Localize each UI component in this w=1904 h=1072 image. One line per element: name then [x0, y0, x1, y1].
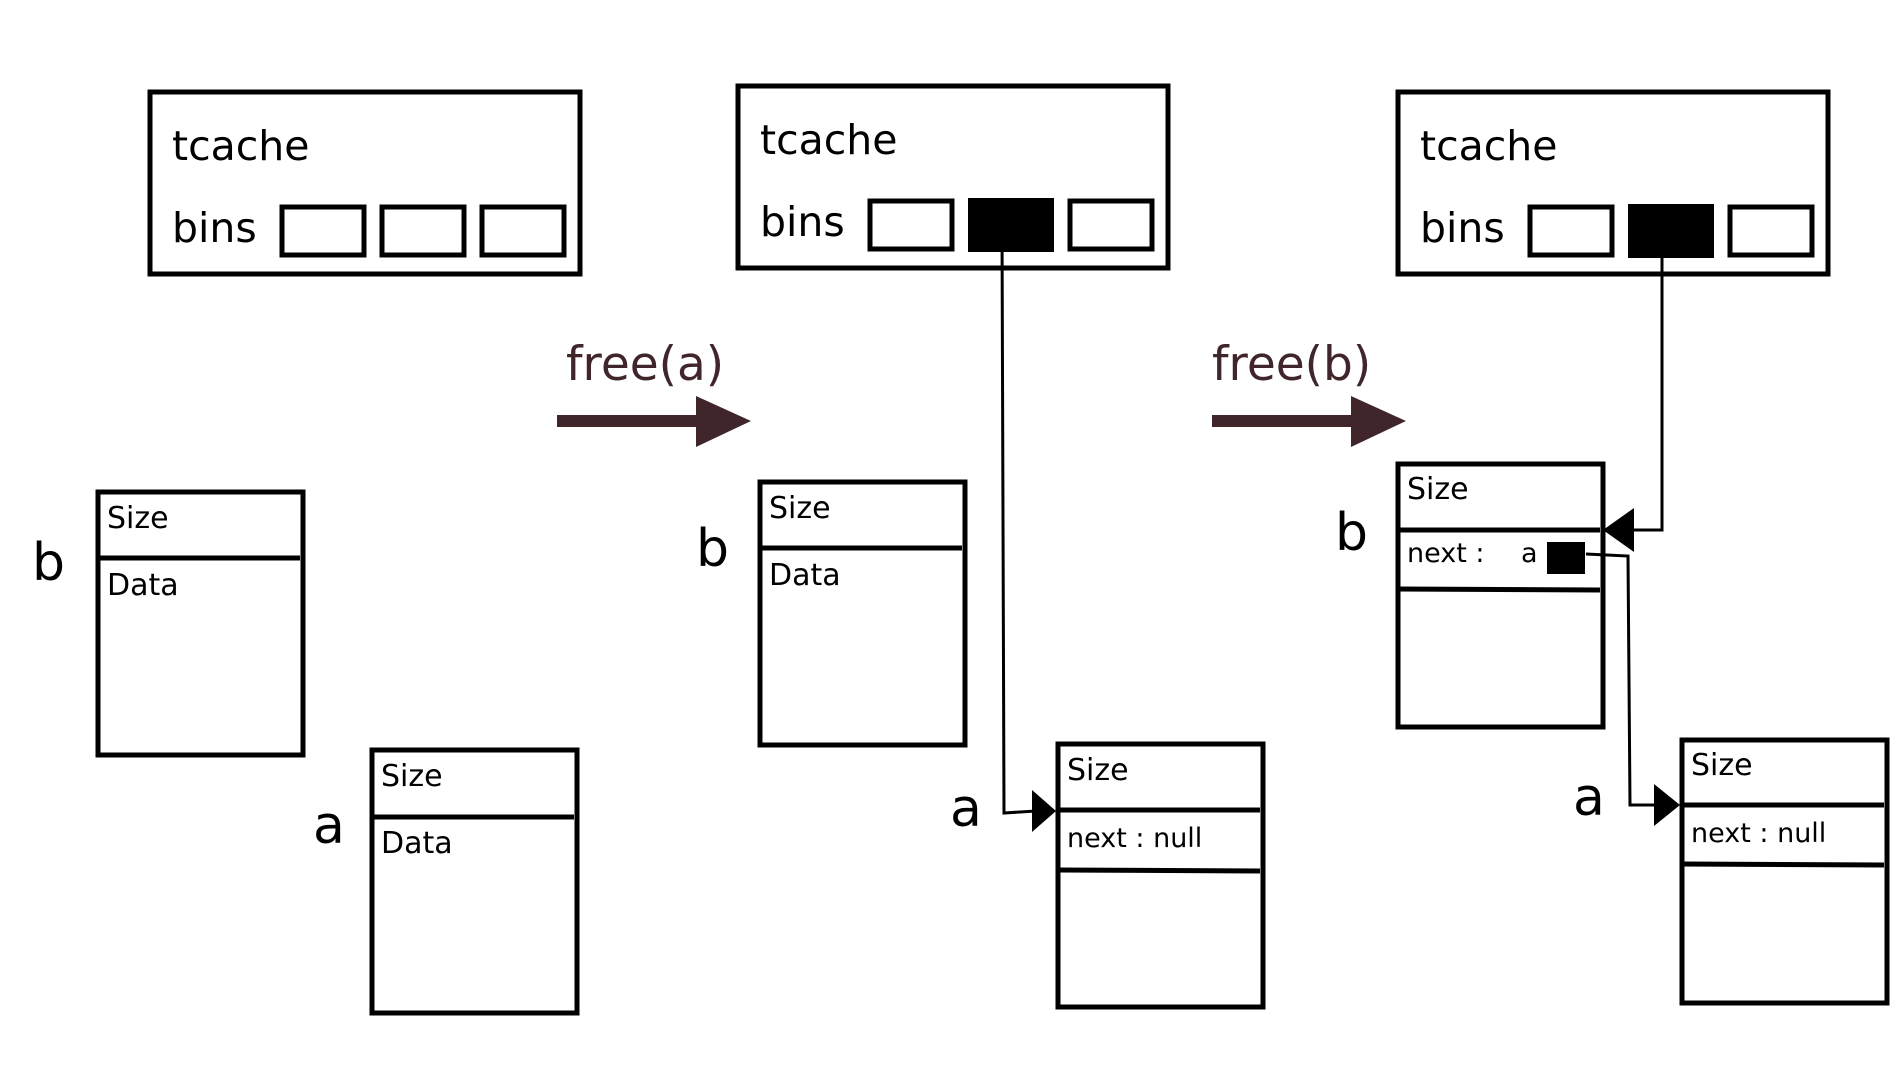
chunk-b: b Size Data: [696, 479, 968, 748]
chunk-divider: [1397, 586, 1601, 593]
state-initial: tcache bins b Size Data a Size Data: [32, 89, 583, 1016]
pointer-arrowhead: [1603, 508, 1634, 552]
chunk-name-a: a: [1573, 768, 1605, 828]
pointer-arrowhead: [1032, 790, 1056, 832]
tcache-frame: [1395, 89, 1831, 277]
chunk-frame: [757, 479, 968, 748]
tcache-frame: [147, 89, 583, 277]
operation-free-b: free(b): [1212, 337, 1406, 447]
chunk-divider: [1057, 867, 1261, 874]
chunk-size-label: Size: [1067, 753, 1129, 788]
chunk-size-label: Size: [769, 491, 831, 526]
chunk-size-label: Size: [381, 759, 443, 794]
operation-label: free(a): [566, 337, 724, 392]
chunk-frame: [369, 747, 580, 1016]
bin-slot-1: [379, 204, 467, 258]
bin-slot-0: [279, 204, 367, 258]
chunk-size-label: Size: [107, 501, 169, 536]
bin-pointer: [1000, 224, 1056, 832]
pointer-line: [1630, 230, 1664, 532]
chunk-next-label: next : null: [1691, 818, 1826, 849]
bin-slot-1-filled: [968, 198, 1054, 252]
chunk-name-b: b: [696, 519, 729, 579]
bins-label: bins: [172, 204, 257, 252]
state-after-free-a: tcache bins b Size Data a Size next : nu…: [696, 83, 1266, 1010]
tcache-box: tcache bins: [735, 83, 1171, 271]
operation-arrow-head: [696, 396, 751, 447]
chunk-name-a: a: [950, 779, 982, 839]
chunk-name-a: a: [313, 796, 345, 856]
tcache-box: tcache bins: [147, 89, 583, 277]
chunk-divider: [1681, 861, 1885, 868]
chunk-name-b: b: [1335, 503, 1368, 563]
chunk-a: a Size next : null: [950, 741, 1266, 1010]
pointer-line: [1585, 552, 1656, 807]
next-pointer: [1585, 552, 1680, 826]
bin-slot-1-filled: [1628, 204, 1714, 258]
bins-label: bins: [1420, 204, 1505, 252]
chunk-a: a Size next : null: [1573, 737, 1890, 1006]
tcache-box: tcache bins: [1395, 89, 1831, 277]
chunk-frame: [1055, 741, 1266, 1010]
tcache-title: tcache: [760, 116, 898, 164]
bin-slot-0: [867, 198, 955, 252]
pointer-line: [1000, 224, 1037, 815]
state-after-free-b: tcache bins b Size next : a a Size next …: [1335, 89, 1890, 1006]
pointer-arrowhead: [1654, 784, 1680, 826]
bin-slot-2: [1067, 198, 1155, 252]
chunk-next-label: next : null: [1067, 823, 1202, 854]
chunk-name-b: b: [32, 533, 65, 593]
tcache-frame: [735, 83, 1171, 271]
chunk-b: b Size Data: [32, 489, 306, 758]
next-pointer-cell: [1547, 542, 1585, 574]
tcache-title: tcache: [1420, 122, 1558, 170]
operation-arrow-head: [1351, 396, 1406, 447]
operation-label: free(b): [1212, 337, 1371, 392]
bin-pointer: [1603, 230, 1664, 552]
bin-slot-2: [1727, 204, 1815, 258]
chunk-frame: [1679, 737, 1890, 1006]
chunk-size-label: Size: [1691, 748, 1753, 783]
chunk-b: b Size next : a: [1335, 461, 1606, 730]
chunk-data-label: Data: [107, 568, 179, 603]
operation-free-a: free(a): [557, 337, 751, 447]
chunk-data-label: Data: [381, 826, 453, 861]
chunk-size-label: Size: [1407, 472, 1469, 507]
chunk-data-label: Data: [769, 558, 841, 593]
chunk-frame: [1395, 461, 1606, 730]
chunk-next-label: next :: [1407, 538, 1485, 569]
chunk-a: a Size Data: [313, 747, 580, 1016]
tcache-title: tcache: [172, 122, 310, 170]
bin-slot-2: [479, 204, 567, 258]
chunk-next-target: a: [1521, 538, 1538, 569]
chunk-frame: [95, 489, 306, 758]
bin-slot-0: [1527, 204, 1615, 258]
bins-label: bins: [760, 198, 845, 246]
